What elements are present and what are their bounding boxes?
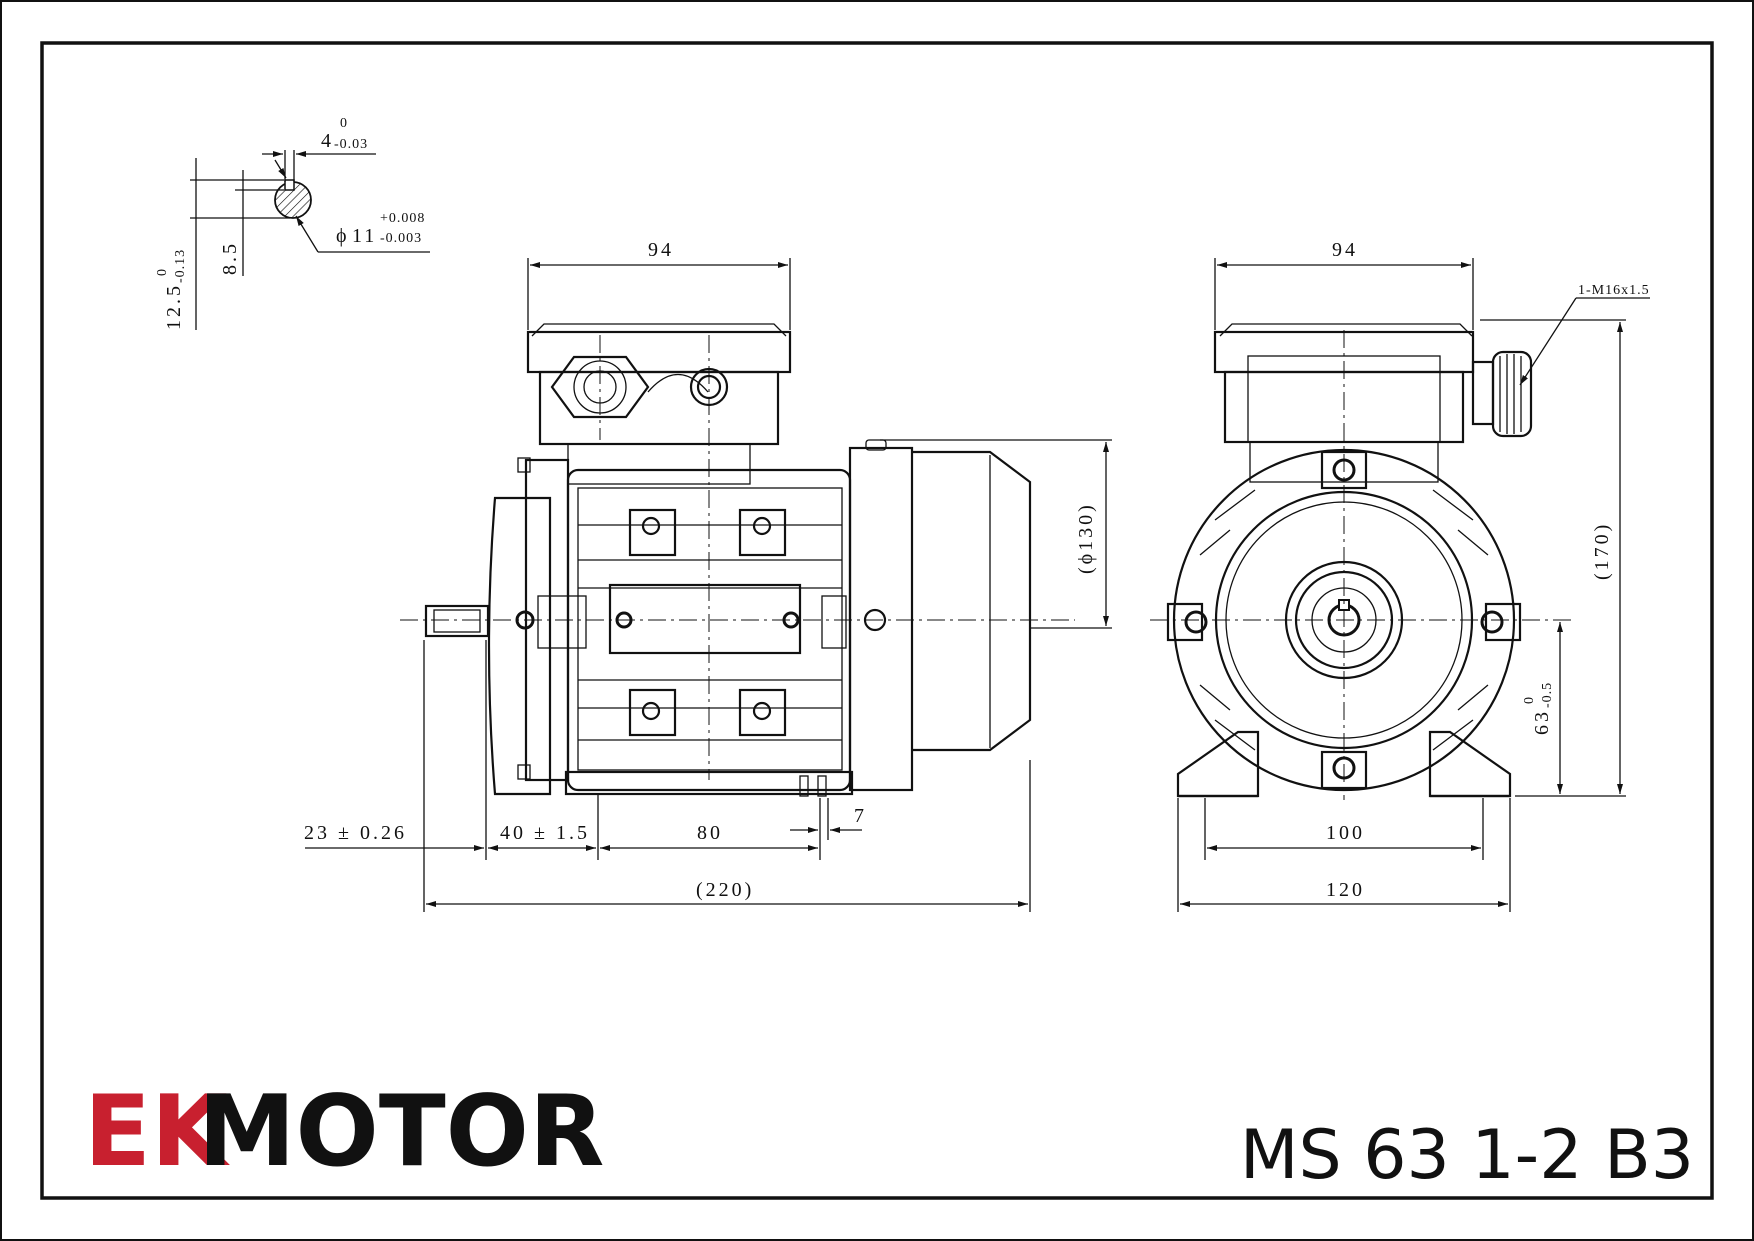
- end-shaft-height-lower-tol: -0.5: [1540, 682, 1555, 708]
- inner-frame: [40, 41, 1714, 1200]
- end-foot-width: 120: [1326, 879, 1365, 901]
- side-shaft-length: 23 ± 0.26: [304, 822, 407, 844]
- shaft-height-lower-tol: -0.13: [173, 249, 188, 283]
- brand-mark-text: EK: [84, 1075, 230, 1189]
- side-shaft-to-foot: 40 ± 1.5: [500, 822, 590, 844]
- end-foot-hole-spacing: 100: [1326, 822, 1365, 844]
- side-foot-length: 80: [697, 822, 723, 844]
- side-view: 94 (ϕ130) 23 ± 0.26 40 ± 1.5 80 7 (220): [304, 239, 1112, 912]
- key-width-upper-tol: 0: [340, 116, 348, 131]
- key-width-value: 4: [321, 130, 334, 152]
- side-frame-dia: (ϕ130): [1075, 502, 1097, 574]
- side-overall-length: (220): [696, 879, 754, 901]
- key-width-lower-tol: -0.03: [334, 137, 368, 152]
- side-foot-hole: 7: [854, 805, 867, 827]
- end-view: 94 1-M16x1.5 (170) 63 0 -0.5 100 120: [1150, 239, 1650, 912]
- model-title: MS 63 1-2 B3: [1240, 1116, 1694, 1195]
- cooling-fins: [578, 508, 842, 741]
- brand-mark: EK: [84, 1075, 230, 1189]
- shaft-dia-lower-tol: -0.003: [380, 231, 422, 246]
- end-overall-height: (170): [1591, 522, 1613, 580]
- shaft-dia-upper-tol: +0.008: [380, 211, 425, 226]
- side-box-width: 94: [648, 239, 674, 261]
- brand-logo: EK MOTOR: [84, 1075, 604, 1189]
- shaft-dia-value: 11: [352, 225, 377, 247]
- end-shaft-height-upper-tol: 0: [1522, 696, 1537, 704]
- shaft-height-upper-tol: 0: [155, 268, 170, 276]
- end-shaft-height: 63: [1531, 709, 1553, 735]
- end-box-width: 94: [1332, 239, 1358, 261]
- brand-word: MOTOR: [198, 1075, 604, 1189]
- end-cable-gland: 1-M16x1.5: [1578, 283, 1650, 298]
- shaft-height-value: 12.5: [163, 283, 185, 330]
- shaft-key-detail: 4 0 -0.03 ϕ 11 +0.008 -0.003 8.5 12.5 0 …: [155, 116, 430, 330]
- shaft-dia-symbol: ϕ: [336, 225, 350, 247]
- key-depth-value: 8.5: [219, 241, 241, 275]
